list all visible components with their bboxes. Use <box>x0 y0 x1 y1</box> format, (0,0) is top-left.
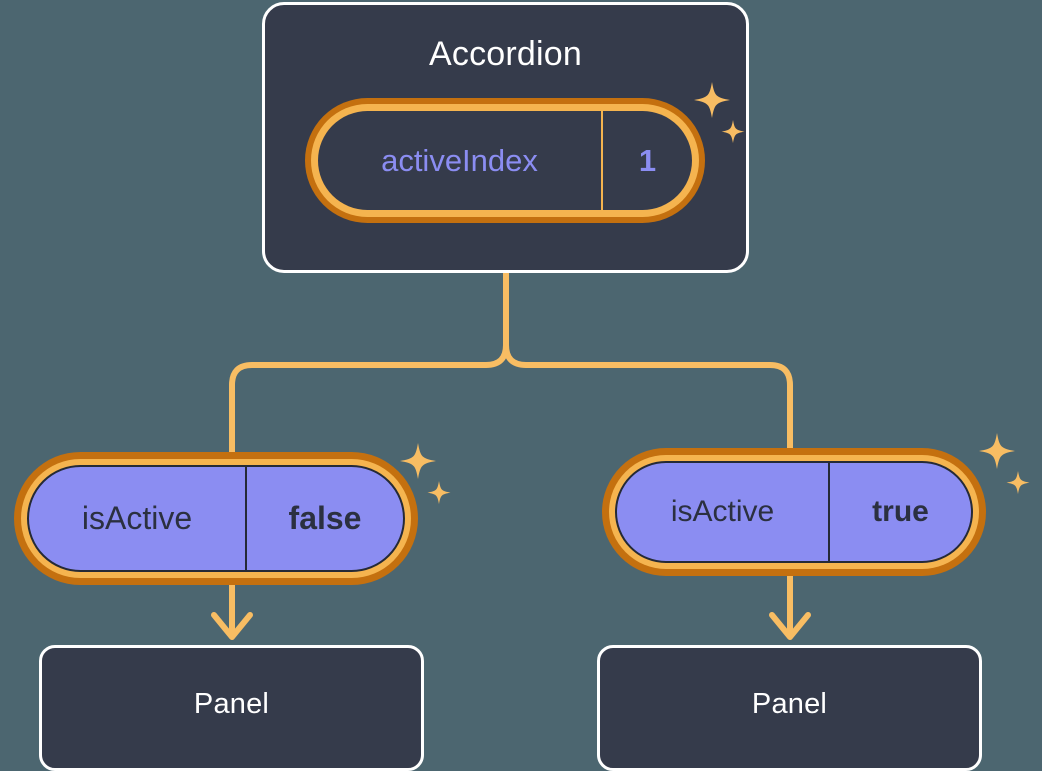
arrowhead-left <box>211 612 253 640</box>
sparkle-star-small-icon <box>427 481 451 505</box>
connector-root-to-right-state <box>503 270 793 451</box>
state-pill-activeindex-value: 1 <box>638 142 657 178</box>
state-pill-isactive-false-body: isActive false <box>27 465 405 572</box>
state-pill-isactive-false-key: isActive <box>29 467 247 570</box>
panel-component-card-right[interactable]: Panel <box>597 645 982 771</box>
state-pill-activeindex-key: activeIndex <box>318 111 603 210</box>
connector-root-to-left-state <box>229 270 509 455</box>
state-pill-isactive-true-body: isActive true <box>615 461 973 563</box>
state-pill-isactive-true[interactable]: isActive true <box>602 448 986 576</box>
sparkle-star-large-icon <box>979 433 1015 469</box>
arrowhead-right <box>769 612 811 640</box>
sparkle-star-small-icon <box>1006 471 1030 495</box>
state-pill-isactive-false[interactable]: isActive false <box>14 452 418 585</box>
state-pill-isactive-true-value: true <box>872 495 929 528</box>
accordion-card-title: Accordion <box>429 35 582 73</box>
state-pill-isactive-false-ring: isActive false <box>21 459 411 578</box>
state-pill-activeindex[interactable]: activeIndex 1 <box>305 98 705 223</box>
state-pill-activeindex-body: activeIndex 1 <box>318 111 692 210</box>
sparkles-isactive-true <box>975 433 1035 503</box>
state-pill-isactive-true-key: isActive <box>617 463 830 561</box>
state-pill-isactive-true-ring: isActive true <box>609 455 979 569</box>
panel-component-card-left[interactable]: Panel <box>39 645 424 771</box>
panel-card-title-right: Panel <box>751 688 828 720</box>
state-pill-activeindex-ring: activeIndex 1 <box>311 104 699 217</box>
state-pill-isactive-false-value: false <box>288 500 362 536</box>
sparkle-star-large-icon <box>400 443 436 479</box>
panel-card-title-left: Panel <box>193 688 270 720</box>
